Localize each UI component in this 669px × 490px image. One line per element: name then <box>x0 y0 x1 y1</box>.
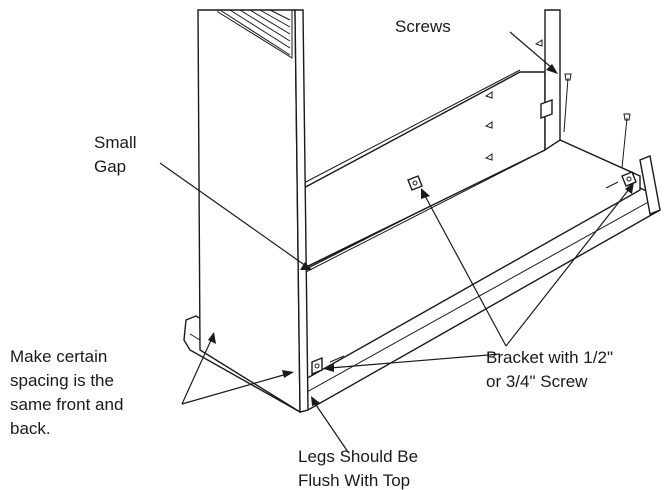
right-rear-post <box>639 155 661 215</box>
small-gap-label-line2: Gap <box>94 157 126 176</box>
legs-label-line1: Legs Should Be <box>298 447 418 466</box>
bracket-pointer-a-head <box>421 188 430 199</box>
vent-slats <box>217 9 293 59</box>
bracket-pointer-b-head <box>625 182 634 194</box>
screws-pointer <box>509 31 553 69</box>
bracket-front <box>311 356 323 376</box>
left-side-panel <box>197 9 301 414</box>
bracket-pointer-c <box>329 353 501 369</box>
shelf-pin-holes <box>484 39 543 161</box>
bracket-label-line2: or 3/4" Screw <box>486 372 588 391</box>
spacing-label-line2: spacing is the <box>10 371 114 390</box>
screw-small-front <box>329 355 345 363</box>
spacing-pointer-b <box>181 373 288 405</box>
spacing-label-line3: same front and <box>10 395 123 414</box>
screws-label: Screws <box>395 17 451 36</box>
legs-label-line2: Flush With Top <box>298 471 410 490</box>
screw-small-right <box>605 181 619 189</box>
bracket-pointer-a <box>423 193 507 347</box>
legs-pointer-head <box>311 396 320 406</box>
screws-pointer-head <box>546 64 558 74</box>
bracket-pointer-c-head <box>324 364 334 372</box>
bracket-pointer-b <box>505 187 631 347</box>
spacing-pointer-b-head <box>282 370 294 378</box>
spacing-label-line1: Make certain <box>10 347 107 366</box>
bracket-label-line1: Bracket with 1/2" <box>486 348 613 367</box>
bracket-middle <box>407 175 423 191</box>
bracket-upper <box>540 99 553 119</box>
left-panel-front-edge <box>294 9 309 413</box>
small-gap-label-line1: Small <box>94 133 137 152</box>
small-gap-pointer <box>159 162 307 267</box>
bracket-rear-right <box>621 171 637 187</box>
screw-right <box>621 113 631 169</box>
screw-upper <box>563 73 572 133</box>
legs-pointer <box>313 401 349 453</box>
right-side-panel <box>544 9 561 152</box>
spacing-pointer-a <box>181 337 213 405</box>
back-panel-rail <box>299 69 546 276</box>
spacing-pointer-a-head <box>208 332 216 344</box>
small-gap-pointer-head <box>300 262 312 270</box>
spacing-label-line4: back. <box>10 419 51 438</box>
